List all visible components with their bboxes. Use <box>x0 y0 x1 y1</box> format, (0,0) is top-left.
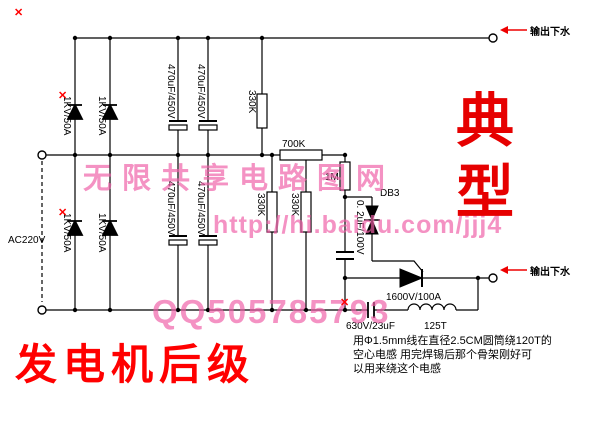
output-top-group: 输出下水 <box>500 25 571 38</box>
cap-output-symbol <box>367 302 375 318</box>
ac-terminal-bottom <box>37 305 47 315</box>
cap-4-label: 470uF/450V <box>195 181 206 236</box>
watermark-qq: QQ505785793 <box>152 293 391 330</box>
winding-note-line3: 以用来绕这个电感 <box>353 363 441 375</box>
junction-dots <box>72 35 481 313</box>
resistor-330k-left-label: 330K <box>255 193 266 217</box>
inductor-label: 125T <box>424 321 447 332</box>
cap-2-label: 470uF/450V <box>195 64 206 119</box>
resistor-330k-top-label: 330K <box>246 90 257 114</box>
cap-trigger-label: 0. 2uF/100V <box>354 200 365 255</box>
x-mark-icon: ✕ <box>58 207 68 219</box>
diode-2-label: 1KV/50A <box>96 96 107 136</box>
resistor-700k <box>279 149 323 161</box>
diode-2-symbol <box>101 102 119 120</box>
output-terminal-top <box>488 33 498 43</box>
typical-char-2: 型 <box>455 158 514 226</box>
ac-input-label: AC220V <box>8 235 46 246</box>
resistor-bodies <box>256 93 351 233</box>
winding-note-line2: 空心电感 用完焊锡后那个骨架刚好可 <box>353 349 533 361</box>
diac-label: DB3 <box>380 188 400 199</box>
cap-1-label: 470uF/450V <box>165 64 176 119</box>
cap-3-label: 470uF/450V <box>165 181 176 236</box>
resistor-330k-left <box>266 191 278 233</box>
diode-1-label: 1KV/50A <box>61 96 72 136</box>
cap-trigger-symbol <box>336 251 354 260</box>
output-top-label: 输出下水 <box>530 25 571 38</box>
output-arrow-right-icon <box>500 266 527 274</box>
cap-2-symbol <box>198 120 218 131</box>
page-title: 发电机后级 <box>15 341 256 388</box>
cap-3-symbol <box>168 235 188 246</box>
x-mark-icon: ✕ <box>14 7 24 19</box>
inductor-coil <box>407 303 457 311</box>
diode-symbols <box>66 102 119 236</box>
typical-vertical-text: 典 型 <box>450 86 520 228</box>
output-right-label: 输出下水 <box>530 265 571 278</box>
resistor-1m <box>339 161 351 191</box>
output-right-group: 输出下水 <box>500 265 571 278</box>
scr-label: 1600V/100A <box>386 292 441 303</box>
output-arrow-top-icon <box>500 26 527 34</box>
resistor-700k-label: 700K <box>282 139 306 150</box>
resistor-330k-right-label: 330K <box>289 193 300 217</box>
resistor-330k-right <box>300 191 312 233</box>
terminal-circles <box>37 33 498 315</box>
diode-4-label: 1KV/50A <box>96 213 107 253</box>
circuit-wires <box>41 37 489 311</box>
x-mark-icon: ✕ <box>340 297 350 309</box>
x-mark-icon: ✕ <box>58 90 68 102</box>
cap-1-symbol <box>168 120 188 131</box>
resistor-1m-label: 1M <box>325 172 339 183</box>
diode-1-symbol <box>66 102 84 120</box>
typical-char-1: 典 <box>455 87 514 155</box>
watermark-site-name: 无限共享电路图网 <box>83 163 396 195</box>
wire-net <box>46 37 489 311</box>
scr-symbol <box>399 268 424 288</box>
cap-4-symbol <box>198 235 218 246</box>
winding-note-line1: 用Φ1.5mm线在直径2.5CM圆筒绕120T的 <box>353 335 552 347</box>
diode-3-symbol <box>66 218 84 236</box>
watermark-url: http://hi.baidu.com/jjj4 <box>213 211 503 239</box>
diode-3-label: 1KV/50A <box>61 213 72 253</box>
cap-output-label: 630V/23uF <box>346 321 395 332</box>
ac-terminal-top <box>37 150 47 160</box>
resistor-330k-top <box>256 93 268 129</box>
winding-note: 用Φ1.5mm线在直径2.5CM圆筒绕120T的 空心电感 用完焊锡后那个骨架刚… <box>353 334 591 376</box>
diac-symbol <box>364 205 380 235</box>
capacitor-symbols <box>168 120 375 318</box>
diode-4-symbol <box>101 218 119 236</box>
output-terminal-right <box>488 273 498 283</box>
